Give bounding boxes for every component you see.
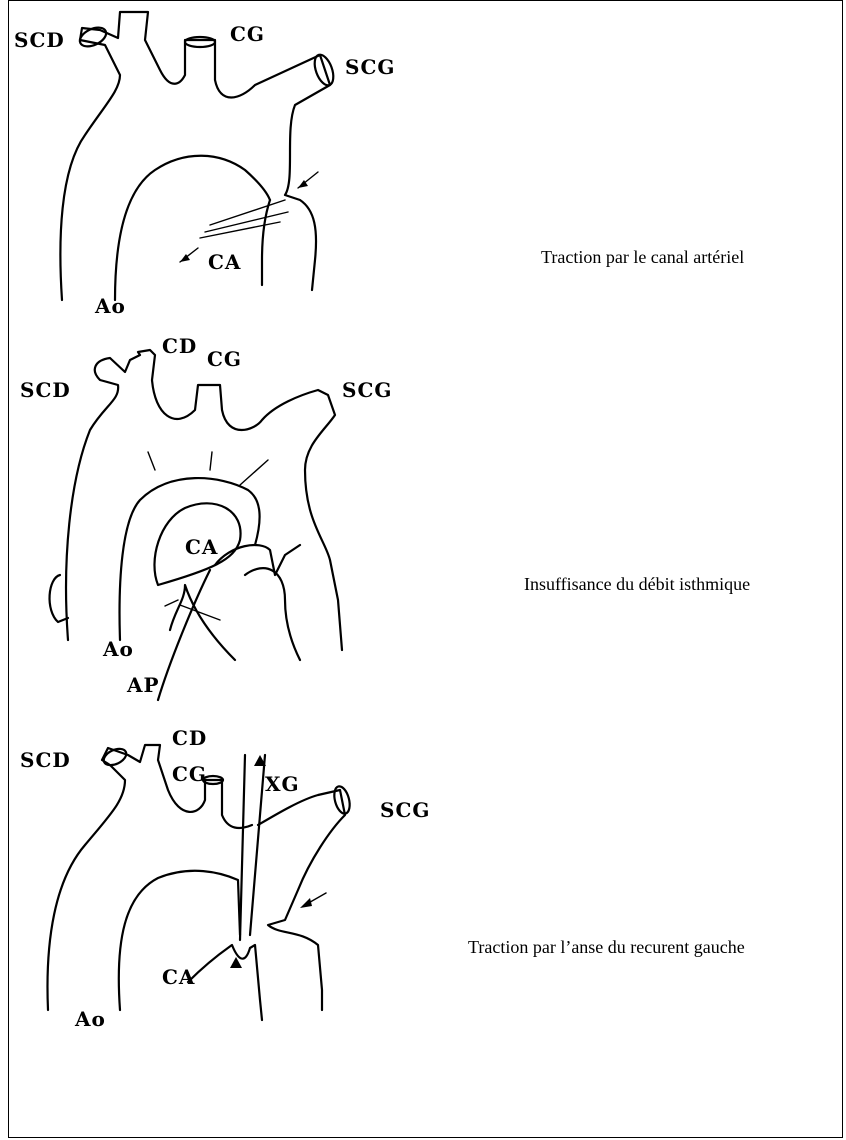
label-ca-2: CA <box>185 535 218 559</box>
label-cg-1: CG <box>230 22 265 46</box>
label-scg-2: SCG <box>342 378 392 402</box>
panel-3-drawing <box>47 745 352 1020</box>
panel-2-drawing <box>50 350 342 700</box>
label-ap-2: AP <box>127 673 160 697</box>
label-scd-2: SCD <box>20 378 71 402</box>
label-scd-1: SCD <box>14 28 65 52</box>
label-ao-3: Ao <box>75 1007 106 1031</box>
label-ao-2: Ao <box>103 637 134 661</box>
label-cg-3: CG <box>172 762 207 786</box>
label-scd-3: SCD <box>20 748 71 772</box>
caption-3: Traction par l’anse du recurent gauche <box>468 937 745 958</box>
label-scg-3: SCG <box>380 798 430 822</box>
label-ca-1: CA <box>208 250 241 274</box>
label-ao-1: Ao <box>95 294 126 318</box>
label-xg-3: XG <box>265 772 300 796</box>
caption-1: Traction par le canal artériel <box>541 247 744 268</box>
label-cg-2: CG <box>207 347 242 371</box>
label-scg-1: SCG <box>345 55 395 79</box>
label-ca-3: CA <box>162 965 195 989</box>
caption-2: Insuffisance du débit isthmique <box>524 574 750 595</box>
label-cd-2: CD <box>162 334 197 358</box>
panel-1-drawing <box>60 12 337 300</box>
label-cd-3: CD <box>172 726 207 750</box>
